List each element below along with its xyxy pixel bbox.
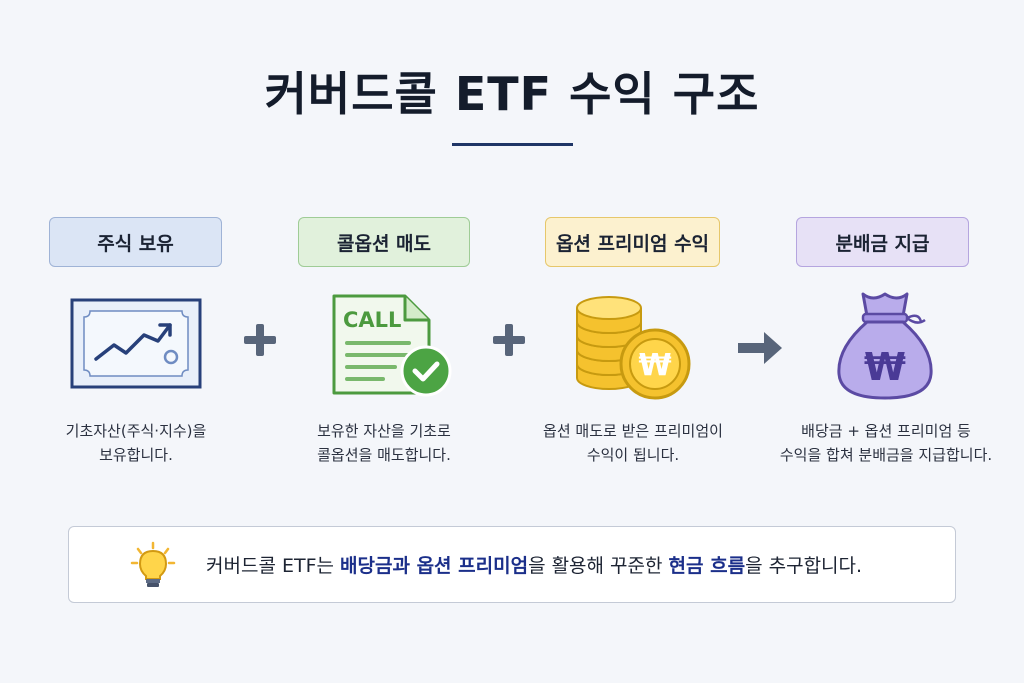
highlight-dividend-premium: 배당금과 옵션 프리미엄 [340, 555, 529, 577]
plus-operator-icon [493, 324, 525, 356]
stock-chart-certificate-icon [70, 298, 202, 389]
step-label-stock-holding: 주식 보유 [49, 217, 222, 267]
step-description-distribution: 배당금 + 옵션 프리미엄 등 수익을 합쳐 분배금을 지급합니다. [779, 422, 993, 464]
summary-box: 커버드콜 ETF는 배당금과 옵션 프리미엄을 활용해 꾸준한 현금 흐름을 추… [68, 526, 956, 603]
summary-text: 커버드콜 ETF는 배당금과 옵션 프리미엄을 활용해 꾸준한 현금 흐름을 추… [206, 555, 863, 577]
call-label: CALL [343, 308, 401, 332]
won-coins-icon: ₩ [576, 296, 691, 400]
step-description-stock-holding: 기초자산(주식·지수)을 보유합니다. [65, 422, 207, 464]
step-label-distribution: 분배금 지급 [796, 217, 969, 267]
won-money-bag-icon: ₩ [837, 292, 933, 400]
plus-operator-icon [244, 324, 276, 356]
right-arrow-icon [738, 332, 782, 364]
lightbulb-icon [130, 541, 176, 587]
page-title: 커버드콜 ETF 수익 구조 [264, 67, 760, 121]
step-description-option-premium: 옵션 매도로 받은 프리미엄이 수익이 됩니다. [543, 422, 723, 464]
won-symbol: ₩ [864, 345, 906, 389]
won-symbol: ₩ [638, 348, 671, 383]
highlight-cash-flow: 현금 흐름 [668, 555, 746, 577]
step-label-call-option-sale: 콜옵션 매도 [298, 217, 470, 267]
step-label-option-premium: 옵션 프리미엄 수익 [545, 217, 720, 267]
title-underline [452, 143, 573, 146]
step-description-call-option-sale: 보유한 자산을 기초로 콜옵션을 매도합니다. [317, 422, 451, 464]
call-document-check-icon: CALL [332, 294, 452, 397]
